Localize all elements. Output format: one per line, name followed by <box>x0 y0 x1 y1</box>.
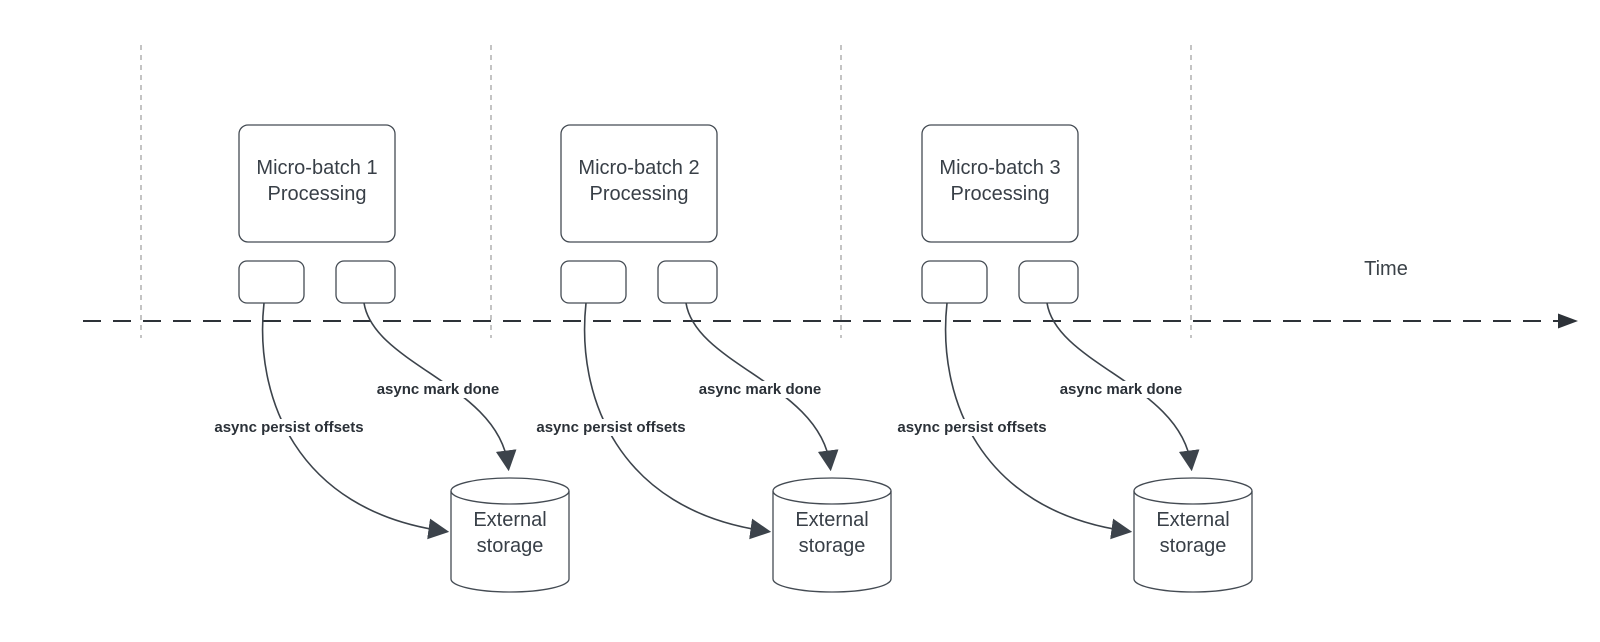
persist-offsets-label-3: async persist offsets <box>882 419 1062 437</box>
persist-offsets-task-box-3 <box>921 260 988 304</box>
mark-done-label-1: async mark done <box>368 381 508 399</box>
mark-done-arrow-2 <box>685 302 839 472</box>
time-label: Time <box>1364 258 1408 280</box>
persist-offsets-arrow-2 <box>583 302 772 540</box>
persist-offsets-label-1: async persist offsets <box>199 419 379 437</box>
time-axis-arrowhead-icon <box>1558 313 1578 329</box>
timeline-guides <box>140 45 1192 338</box>
persist-offsets-task-box-1 <box>238 260 305 304</box>
external-storage-cylinder-3 <box>1133 477 1253 593</box>
micro-batch-2-box <box>560 124 718 243</box>
mark-done-label-2: async mark done <box>690 381 830 399</box>
mark-done-task-box-1 <box>335 260 396 304</box>
cluster-2-shapes <box>560 124 892 593</box>
persist-offsets-arrow-1 <box>261 302 450 540</box>
mark-done-label-3: async mark done <box>1051 381 1191 399</box>
external-storage-cylinder-1 <box>450 477 570 593</box>
external-storage-cylinder-1-rim <box>450 490 570 505</box>
mark-done-task-box-3 <box>1018 260 1079 304</box>
mark-done-task-box-2 <box>657 260 718 304</box>
time-axis <box>83 313 1578 329</box>
persist-offsets-task-box-2 <box>560 260 627 304</box>
cluster-1-shapes <box>238 124 570 593</box>
external-storage-cylinder-2-rim <box>772 490 892 505</box>
persist-offsets-label-2: async persist offsets <box>521 419 701 437</box>
micro-batch-3-box <box>921 124 1079 243</box>
mark-done-arrow-1 <box>363 302 517 472</box>
external-storage-cylinder-3-rim <box>1133 490 1253 505</box>
micro-batch-1-box <box>238 124 396 243</box>
mark-done-arrow-3 <box>1046 302 1200 472</box>
persist-offsets-arrow-3 <box>944 302 1133 540</box>
cluster-3-shapes <box>921 124 1253 593</box>
external-storage-cylinder-2 <box>772 477 892 593</box>
